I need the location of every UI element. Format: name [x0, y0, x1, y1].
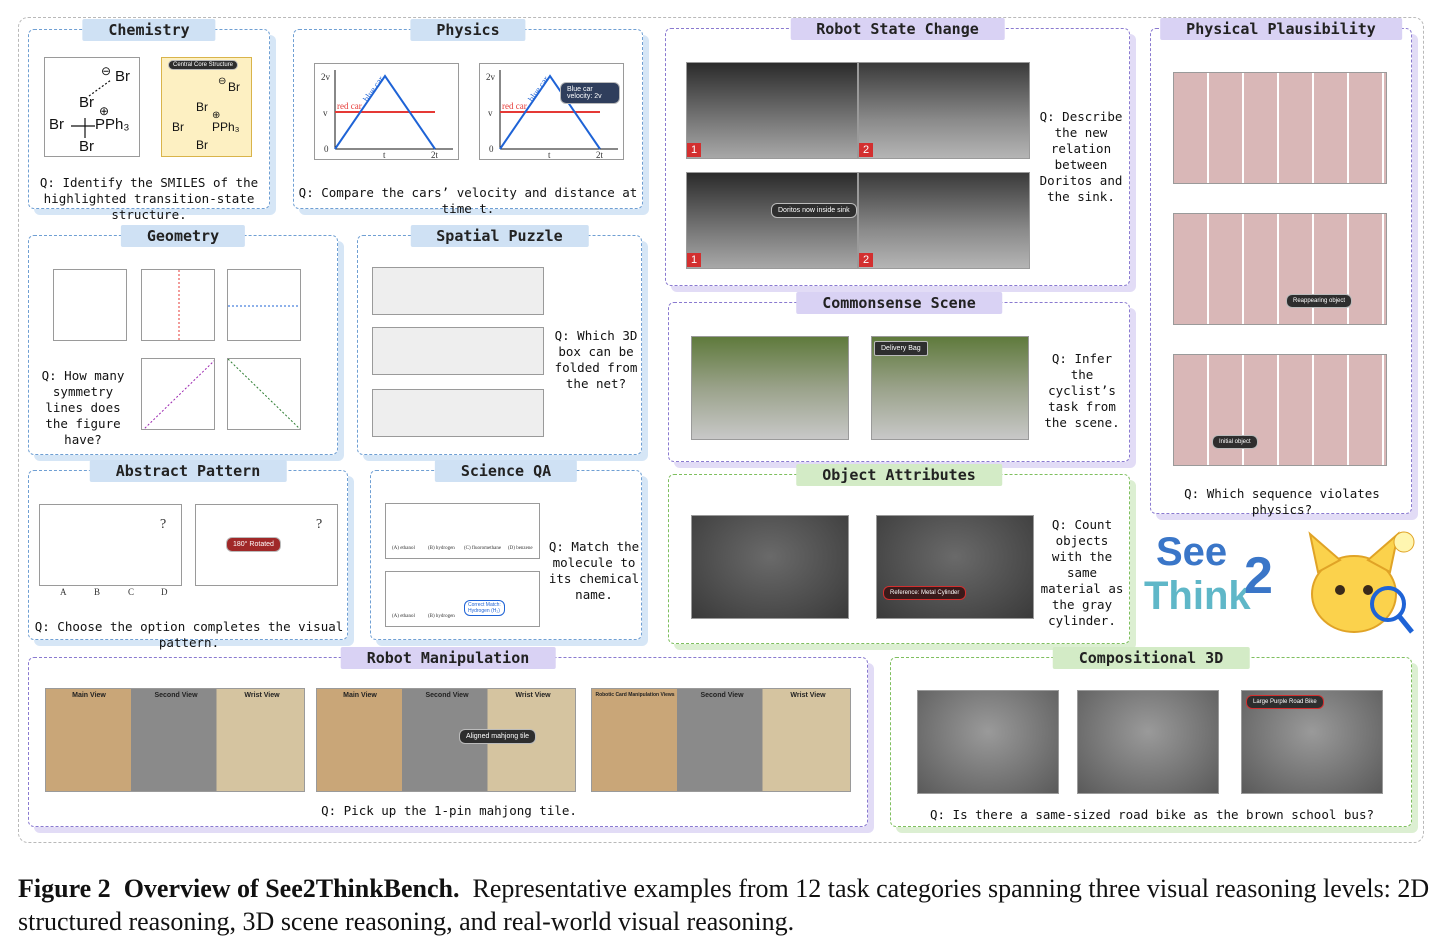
spatial-question: Q: Which 3D box can be folded from the n…: [554, 328, 638, 391]
mascot-icon: [1308, 531, 1415, 634]
pattern-right: ? 180° Rotated: [195, 504, 338, 586]
scene-render-3: Large Purple Road Bike: [1241, 690, 1383, 794]
object-attributes-question: Q: Count objects with the same material …: [1040, 517, 1124, 628]
science-qa-panel: Science QA (A) ethanol (B) hydrogen (C) …: [370, 460, 642, 640]
panel-title: Object Attributes: [796, 464, 1002, 486]
symmetry-figure-5: [227, 358, 301, 430]
manipulation-views-3: Robotic Card Manipulation Views Second V…: [591, 688, 851, 792]
caption-label: Figure 2: [18, 874, 111, 903]
figure-frame: [18, 17, 1424, 843]
panel-title: Spatial Puzzle: [410, 225, 589, 247]
manipulation-views-1: Main View Second View Wrist View: [45, 688, 305, 792]
sequence-grid-1: [1173, 72, 1387, 184]
abstract-pattern-panel: Abstract Pattern ? ? 180° Rotated A B C …: [28, 460, 348, 650]
object-attributes-panel: Object Attributes Reference: Metal Cylin…: [668, 464, 1130, 644]
figure-caption: Figure 2 Overview of See2ThinkBench. Rep…: [18, 872, 1430, 938]
compositional-3d-question: Q: Is there a same-sized road bike as th…: [929, 807, 1374, 822]
velocity-graph-2: 2v v 0 t 2t red car blue car Blue car ve…: [479, 63, 624, 160]
symmetry-figure-1: [53, 269, 127, 341]
physical-plausibility-panel: Physical Plausibility Reappearing object…: [1150, 18, 1412, 517]
sequence-grid-2: Reappearing object: [1173, 213, 1387, 325]
panel-title: Chemistry: [82, 19, 216, 41]
symmetry-figure-3: [227, 269, 301, 341]
manipulation-views-2: Main View Second View Wrist View Aligned…: [316, 688, 576, 792]
panel-title: Robot State Change: [790, 18, 1005, 40]
panel-title: Abstract Pattern: [89, 460, 287, 482]
physics-panel: Physics 2v v 0 t 2t red car blue car 2v …: [293, 19, 643, 216]
panel-title: Geometry: [120, 225, 246, 247]
panel-title: Physics: [410, 19, 526, 41]
panel-title: Robot Manipulation: [340, 647, 556, 669]
robot-manipulation-panel: Robot Manipulation Main View Second View…: [28, 647, 868, 827]
velocity-graph-1: 2v v 0 t 2t red car blue car: [314, 63, 459, 160]
geometry-question: Q: How many symmetry lines does the figu…: [41, 368, 125, 447]
spatial-puzzle-panel: Spatial Puzzle Q: Which 3D box can be fo…: [357, 225, 642, 455]
panel-title: Compositional 3D: [1052, 647, 1250, 669]
robot-frame-1a: 1: [686, 62, 858, 159]
pattern-left: ?: [39, 504, 182, 586]
robot-frame-2a: 1 Doritos now inside sink: [686, 172, 858, 269]
graph-lines: [334, 70, 453, 150]
chemistry-question: Q: Identify the SMILES of the highlighte…: [39, 175, 259, 222]
net-row-2: [372, 327, 544, 375]
scene-render-1: [917, 690, 1059, 794]
molecule-options-1: (A) ethanol (B) hydrogen (C) fluorometha…: [385, 503, 540, 559]
symmetry-figure-4: [141, 358, 215, 430]
net-row-1: [372, 267, 544, 315]
panel-title: Science QA: [434, 460, 578, 482]
robot-state-change-panel: Robot State Change 1 2 1 Doritos now ins…: [665, 18, 1130, 286]
physics-question: Q: Compare the cars’ velocity and distan…: [298, 185, 638, 216]
commonsense-question: Q: Infer the cyclist’s task from the sce…: [1044, 351, 1120, 430]
bond-lines: [71, 79, 112, 138]
chemistry-panel: Chemistry ⊖ Br Br ⊕ Br PPh₃ Br Central C…: [28, 19, 270, 222]
objects-render-1: [691, 515, 849, 619]
net-row-3: [372, 389, 544, 437]
robot-frame-2b: 2: [858, 172, 1030, 269]
geometry-panel: Geometry Q: How many symmetry lines does…: [28, 225, 338, 455]
compositional-3d-panel: Compositional 3D Large Purple Road Bike …: [890, 647, 1412, 827]
panel-title: Commonsense Scene: [796, 292, 1002, 314]
caption-title: Overview of See2ThinkBench.: [123, 874, 460, 903]
science-question: Q: Match the molecule to its chemical na…: [548, 539, 640, 602]
molecule-options-2: (A) ethanol (B) hydrogen Correct Match: …: [385, 571, 540, 627]
graph-lines: [499, 70, 618, 150]
cyclist-photo-1: [691, 336, 849, 440]
chem-structure-highlighted: Central Core Structure ⊖ Br Br ⊕ Br PPh₃…: [161, 57, 252, 157]
symmetry-figure-2: [141, 269, 215, 341]
cyclist-photo-2: Delivery Bag: [871, 336, 1029, 440]
robot-manipulation-question: Q: Pick up the 1-pin mahjong tile.: [321, 803, 577, 818]
robot-state-question: Q: Describe the new relation between Dor…: [1039, 109, 1123, 204]
chem-structure-left: ⊖ Br Br ⊕ Br PPh₃ Br: [44, 57, 140, 157]
see2think-logo: See Think 2: [1144, 524, 1420, 648]
scene-render-2: [1077, 690, 1219, 794]
physical-plausibility-question: Q: Which sequence violates physics?: [1184, 486, 1380, 517]
objects-render-2: Reference: Metal Cylinder: [876, 515, 1034, 619]
commonsense-scene-panel: Commonsense Scene Delivery Bag Q: Infer …: [668, 292, 1130, 462]
sequence-grid-3: Initial object: [1173, 354, 1387, 466]
panel-title: Physical Plausibility: [1160, 18, 1402, 40]
robot-frame-1b: 2: [858, 62, 1030, 159]
caption-text: Representative examples from 12 task cat…: [18, 874, 1430, 936]
abstract-question: Q: Choose the option completes the visua…: [34, 619, 344, 650]
